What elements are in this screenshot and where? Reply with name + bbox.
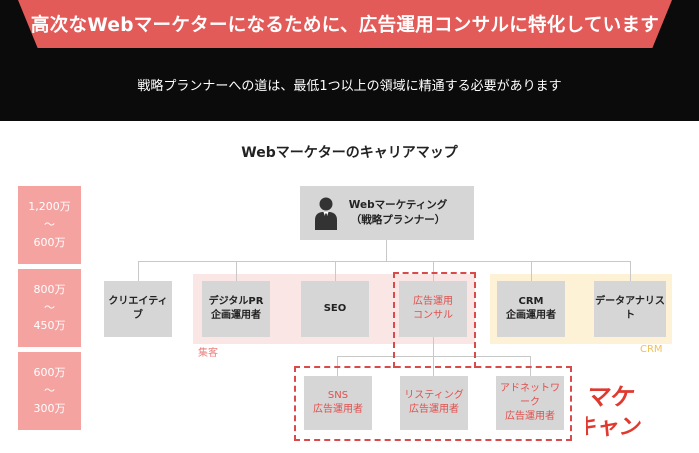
role-line1: クリエイティブ [108,296,168,321]
role-crm: CRM 企画運用者 [497,281,565,337]
connector-line [531,261,532,281]
role-listing-ads: リスティング 広告運用者 [400,376,468,430]
connector-line [138,261,139,281]
makecan-logo: マケ キャン [573,378,658,440]
salary-low: 300万 [33,402,66,415]
salary-high: 800万 [33,283,66,296]
role-data-analyst: データアナリスト [594,281,666,337]
salary-sep: 〜 [44,384,55,397]
role-line2: （戦略プランナー） [350,214,446,226]
svg-text:キャン: キャン [586,414,644,440]
zone-label-crm: CRM [640,344,663,355]
role-digital-pr: デジタルPR 企画運用者 [202,281,270,337]
role-line1: SEO [323,303,347,314]
role-line1: CRM [518,296,544,307]
role-web-marketing: Webマーケティング （戦略プランナー） [300,186,474,240]
businessman-icon [315,197,337,230]
connector-line [630,261,631,281]
svg-text:マケ: マケ [586,383,637,411]
page-title: 高次なWebマーケターになるために、広告運用コンサルに特化しています [30,15,660,36]
connector-line [433,337,434,356]
role-sns-ads: SNS 広告運用者 [304,376,372,430]
role-line2: 企画運用者 [211,310,261,321]
salary-low: 450万 [33,319,66,332]
focus-outline-lower [294,366,572,441]
salary-high: 1,200万 [28,200,71,213]
role-line1: デジタルPR [208,296,264,307]
role-line1: 広告運用 [413,296,453,307]
role-adnetwork-ads: アドネットワーク 広告運用者 [496,376,564,430]
role-line1: データアナリスト [595,296,665,321]
connector-line [335,261,336,281]
connector-line [138,261,631,262]
salary-range-top: 1,200万 〜 600万 [18,186,81,264]
zone-label-shukyaku: 集客 [198,348,218,359]
page-subtitle: 戦略プランナーへの道は、最低1つ以上の領域に精通する必要があります [137,78,562,94]
salary-high: 600万 [33,366,66,379]
role-line1: SNS [327,390,349,401]
role-line2: 広告運用者 [409,404,459,415]
connector-line [236,261,237,281]
role-line2: コンサル [413,310,453,321]
salary-low: 600万 [33,236,66,249]
role-line1: リスティング [404,390,464,401]
career-map-title: Webマーケターのキャリアマップ [241,145,458,161]
role-line1: アドネットワーク [500,383,560,408]
salary-sep: 〜 [44,301,55,314]
connector-line [386,240,387,261]
salary-range-middle: 800万 〜 450万 [18,269,81,347]
role-ad-consul: 広告運用 コンサル [399,281,467,337]
connector-line [433,261,434,281]
role-seo: SEO [301,281,369,337]
salary-range-bottom: 600万 〜 300万 [18,352,81,430]
title-banner [18,0,672,48]
role-line2: 広告運用者 [313,404,363,415]
salary-sep: 〜 [44,218,55,231]
role-line1: Webマーケティング [348,199,448,211]
focus-outline-upper [393,272,476,368]
role-line2: 企画運用者 [506,310,556,321]
role-line2: 広告運用者 [505,411,555,422]
role-creative: クリエイティブ [104,281,172,337]
